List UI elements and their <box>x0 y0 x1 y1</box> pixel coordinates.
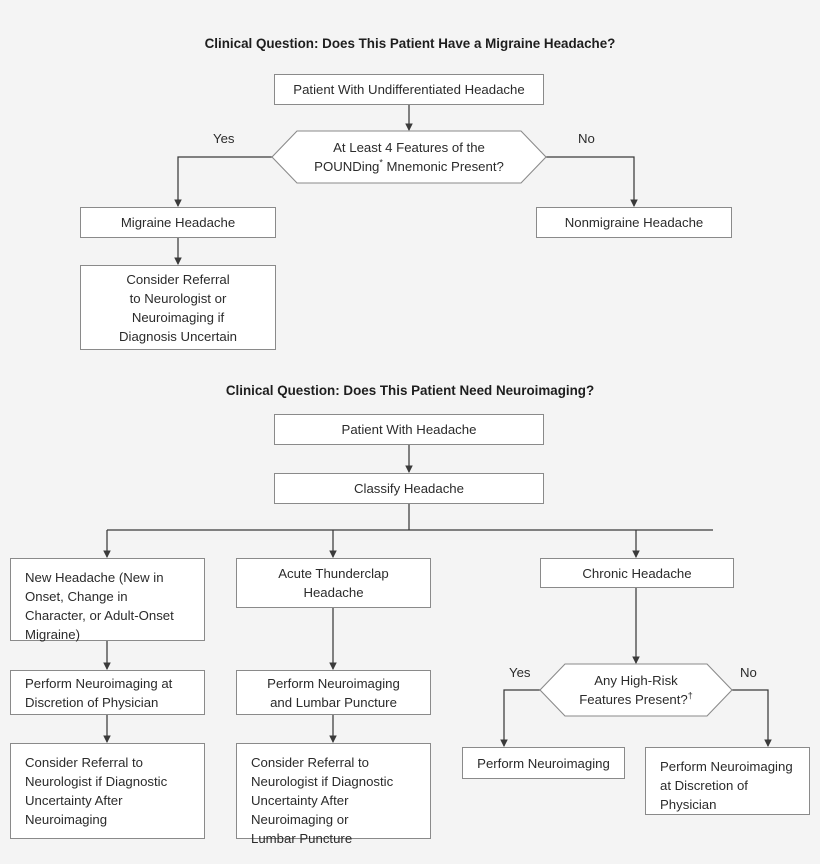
edge-label-no-highrisk: No <box>740 665 757 680</box>
node-label: Perform Neuroimaging at Discretion of Ph… <box>660 759 793 812</box>
node-patient-undifferentiated-headache[interactable]: Patient With Undifferentiated Headache <box>274 74 544 105</box>
asterisk-footnote-marker: * <box>379 157 383 168</box>
edge-label-no-migraine: No <box>578 131 595 146</box>
edge-yes-to-migraine <box>174 156 273 208</box>
node-consider-referral-migraine[interactable]: Consider Referral to Neurologist or Neur… <box>80 265 276 350</box>
node-label: Consider Referral to Neurologist if Diag… <box>25 755 168 827</box>
node-label: Perform Neuroimaging at Discretion of Ph… <box>25 675 173 710</box>
node-label: New Headache (New in Onset, Change in Ch… <box>25 570 174 642</box>
node-label: Perform Neuroimaging and Lumbar Puncture <box>267 675 400 710</box>
node-thunderclap-category[interactable]: Acute Thunderclap Headache <box>236 558 431 608</box>
edge-no-to-nonmigraine <box>545 156 638 208</box>
node-label: Consider Referral to Neurologist or Neur… <box>118 271 237 344</box>
node-label: Acute Thunderclap Headache <box>278 566 389 600</box>
edge-label-yes-highrisk: Yes <box>509 665 531 680</box>
node-nonmigraine-headache[interactable]: Nonmigraine Headache <box>536 207 732 238</box>
node-chronic-headache-category[interactable]: Chronic Headache <box>540 558 734 588</box>
node-migraine-headache[interactable]: Migraine Headache <box>80 207 276 238</box>
node-label: Classify Headache <box>354 481 464 496</box>
edge-highrisk-no <box>731 689 772 748</box>
node-label: Patient With Undifferentiated Headache <box>293 82 525 97</box>
node-label: Migraine Headache <box>120 215 236 230</box>
node-thunderclap-followup[interactable]: Consider Referral to Neurologist if Diag… <box>236 743 431 846</box>
section-1-title: Clinical Question: Does This Patient Hav… <box>204 36 616 51</box>
node-new-headache-action[interactable]: Perform Neuroimaging at Discretion of Ph… <box>10 670 205 715</box>
node-label: Chronic Headache <box>582 565 692 581</box>
node-new-headache-followup[interactable]: Consider Referral to Neurologist if Diag… <box>10 743 205 839</box>
node-patient-with-headache[interactable]: Patient With Headache <box>274 414 544 445</box>
node-thunderclap-action[interactable]: Perform Neuroimaging and Lumbar Puncture <box>236 670 431 715</box>
node-label: Perform Neuroimaging <box>477 755 610 771</box>
node-label: Patient With Headache <box>341 422 477 437</box>
edge-highrisk-yes <box>500 689 541 748</box>
node-label: Consider Referral to Neurologist if Diag… <box>251 755 394 846</box>
node-perform-neuroimaging[interactable]: Perform Neuroimaging <box>462 747 625 779</box>
node-classify-headache[interactable]: Classify Headache <box>274 473 544 504</box>
edge-label-yes-migraine: Yes <box>213 131 235 146</box>
node-label: Nonmigraine Headache <box>564 215 704 230</box>
node-new-headache-category[interactable]: New Headache (New in Onset, Change in Ch… <box>10 558 205 642</box>
dagger-footnote-marker: † <box>687 690 693 701</box>
node-perform-neuroimaging-discretion[interactable]: Perform Neuroimaging at Discretion of Ph… <box>645 747 810 815</box>
section-2-title: Clinical Question: Does This Patient Nee… <box>225 383 595 398</box>
